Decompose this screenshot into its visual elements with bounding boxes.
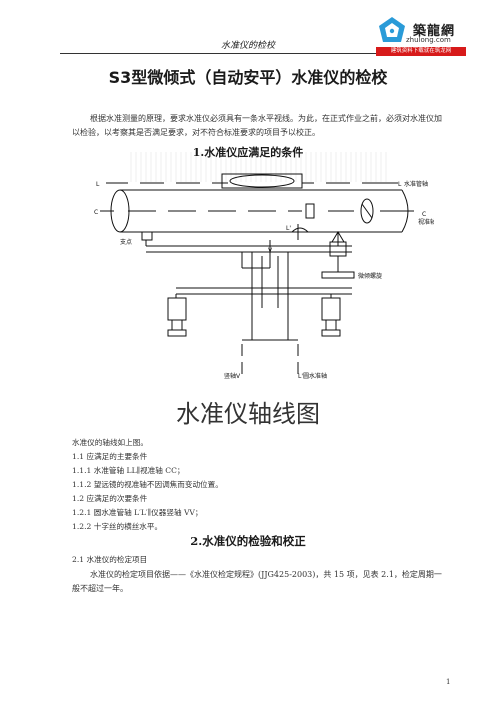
document-title: S3型微倾式（自动安平）水准仪的检校 (108, 68, 388, 87)
zhulong-logo-icon (379, 17, 405, 42)
diagram-caption: 水准仪轴线图 (176, 400, 320, 428)
body-line-2: 1.1 应满足的主要条件 (72, 452, 148, 461)
body-line-6: 1.2.1 圆水准管轴 L′L′∥仪器竖轴 VV； (72, 508, 203, 517)
subsection-2-1-body: 水准仪的检定项目依据——《水准仪检定规程》(JJG425-2003)，共 15 … (72, 570, 442, 593)
label-L-right: L (398, 181, 402, 188)
section-heading-1: 1.水准仪应满足的条件 (192, 146, 304, 159)
section-heading-2: 2.水准仪的检验和校正 (190, 534, 306, 548)
label-C-left: C (94, 209, 98, 216)
page-number: 1 (446, 678, 451, 686)
label-sight-axis: 视准轴 (418, 218, 434, 226)
running-header: 水准仪的检校 (220, 41, 275, 51)
label-vertical-axis: 竖轴V (224, 372, 241, 380)
body-line-5: 1.2 应满足的次要条件 (72, 494, 148, 503)
body-line-7: 1.2.2 十字丝的横丝水平。 (72, 522, 163, 531)
label-L-prime: L' (286, 225, 291, 232)
logo-name: 築龍網 (413, 24, 456, 39)
logo-tagline: 建筑资料下载就在筑龙网 (376, 47, 466, 56)
header-rule (60, 53, 436, 54)
level-axis-diagram: L L 水准管轴 C C 视准轴 支点 L' V 微倾螺旋 竖轴V L'圆水准轴 (94, 173, 434, 380)
subsection-2-1-title: 2.1 水准仪的检定项目 (72, 555, 148, 564)
label-L-left: L (96, 181, 100, 188)
logo-domain: zhulong.com (406, 36, 451, 44)
label-tilt-screw: 微倾螺旋 (358, 272, 382, 280)
body-line-3: 1.1.1 水准管轴 LL∥视准轴 CC； (72, 466, 185, 475)
label-V-top: V (268, 247, 273, 254)
label-tube-axis: 水准管轴 (404, 180, 428, 188)
label-C-right: C (422, 211, 426, 218)
watermark-strip (130, 152, 390, 182)
label-support: 支点 (120, 238, 132, 246)
intro-paragraph: 根据水准测量的原理，要求水准仪必须具有一条水平视线。为此，在正式作业之前，必须对… (72, 114, 442, 137)
label-circ-axis: L'圆水准轴 (298, 372, 327, 380)
body-line-4: 1.1.2 望远镜的视准轴不因调焦而变动位置。 (72, 480, 223, 489)
body-line-1: 水准仪的轴线如上图。 (72, 438, 148, 447)
